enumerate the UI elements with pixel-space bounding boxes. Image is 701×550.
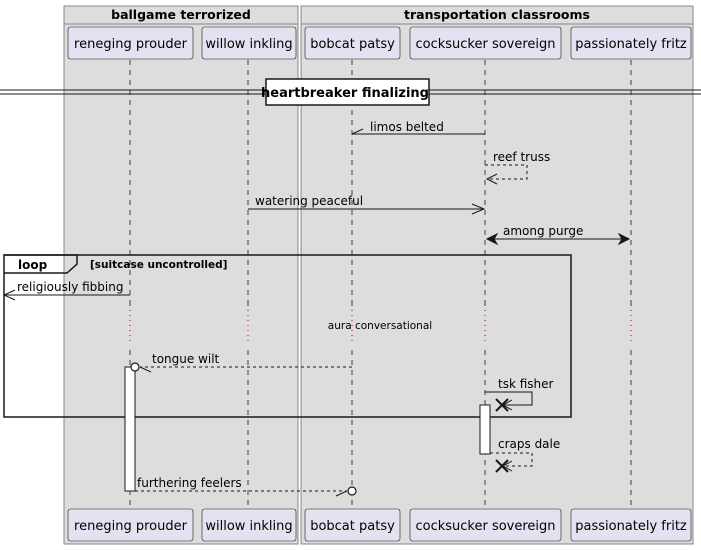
group-title: ballgame terrorized xyxy=(111,7,251,22)
participant-label: bobcat patsy xyxy=(310,37,395,52)
message-tongue-wilt: tongue wilt xyxy=(130,352,352,373)
participant-passionately-fritz-bottom: passionately fritz xyxy=(570,508,692,542)
message-label: religiously fibbing xyxy=(17,280,123,294)
participant-label: willow inkling xyxy=(205,37,292,52)
message-limos-belted: limos belted xyxy=(351,120,485,135)
participant-label: passionately fritz xyxy=(575,519,687,534)
participant-bobcat-patsy-bottom: bobcat patsy xyxy=(304,508,401,542)
participant-label: reneging prouder xyxy=(74,37,188,52)
participant-reneging-prouder-bottom: reneging prouder xyxy=(67,508,194,542)
participant-reneging-prouder-top: reneging prouder xyxy=(67,26,194,60)
participant-bobcat-patsy-top: bobcat patsy xyxy=(304,26,401,60)
activation-reneging-prouder xyxy=(124,366,136,492)
group-ballgame-terrorized: ballgame terrorized xyxy=(63,5,299,545)
loop-fragment: loop [suitcase uncontrolled] xyxy=(3,254,572,418)
participant-label: bobcat patsy xyxy=(310,519,395,534)
message-label: among purge xyxy=(503,224,583,238)
participant-willow-inkling-bottom: willow inkling xyxy=(201,508,297,542)
message-watering-peaceful: watering peaceful xyxy=(248,194,486,215)
participant-label: reneging prouder xyxy=(74,519,188,534)
participant-label: cocksucker sovereign xyxy=(415,37,555,52)
participant-cocksucker-sovereign-top: cocksucker sovereign xyxy=(409,26,562,60)
participant-label: passionately fritz xyxy=(575,37,687,52)
message-tsk-fisher: tsk fisher xyxy=(485,377,554,412)
delay-aura-conversational: aura conversational xyxy=(120,305,641,345)
message-label: limos belted xyxy=(370,120,444,134)
message-label: watering peaceful xyxy=(255,194,363,208)
participant-label: cocksucker sovereign xyxy=(415,519,555,534)
destroy-icon xyxy=(495,459,509,473)
message-furthering-feelers: furthering feelers xyxy=(135,476,357,497)
group-title: transportation classrooms xyxy=(404,7,590,22)
message-reef-truss: reef truss xyxy=(485,150,550,185)
divider-heartbreaker-finalizing: heartbreaker finalizing xyxy=(0,78,701,106)
message-craps-dale: craps dale xyxy=(490,437,560,473)
message-religiously-fibbing: religiously fibbing xyxy=(2,280,130,301)
message-label: craps dale xyxy=(498,437,560,451)
participant-willow-inkling-top: willow inkling xyxy=(201,26,297,60)
message-label: reef truss xyxy=(493,150,550,164)
message-label: tongue wilt xyxy=(152,352,220,366)
message-label: tsk fisher xyxy=(498,377,554,391)
message-among-purge: among purge xyxy=(485,224,631,246)
delay-label: aura conversational xyxy=(328,320,432,332)
participant-label: willow inkling xyxy=(205,519,292,534)
activation-cocksucker-sovereign xyxy=(479,404,491,455)
loop-keyword: loop xyxy=(18,258,48,272)
participant-passionately-fritz-top: passionately fritz xyxy=(570,26,692,60)
destroy-icon xyxy=(495,398,509,412)
participant-cocksucker-sovereign-bottom: cocksucker sovereign xyxy=(409,508,562,542)
message-label: furthering feelers xyxy=(137,476,242,490)
loop-guard: [suitcase uncontrolled] xyxy=(90,259,227,271)
divider-label: heartbreaker finalizing xyxy=(261,86,429,101)
group-transportation-classrooms: transportation classrooms xyxy=(300,5,694,545)
